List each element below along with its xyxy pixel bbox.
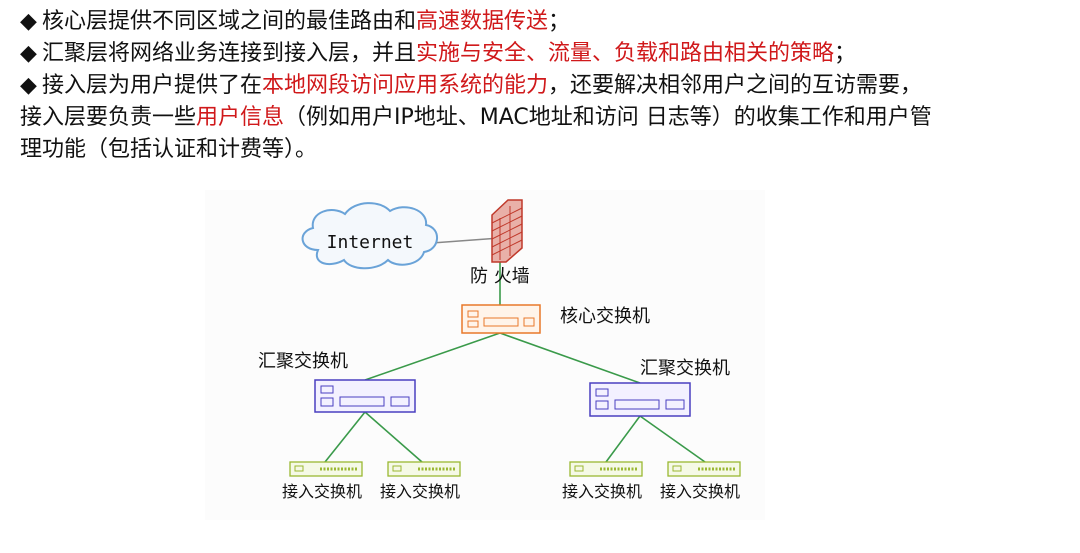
links xyxy=(324,237,706,463)
text-segment: ； xyxy=(834,41,857,66)
agg-switch-right-label: 汇聚交换机 xyxy=(640,358,730,379)
paragraph-aggregation-layer: ◆汇聚层将网络业务连接到接入层，并且实施与安全、流量、负载和路由相关的策略； xyxy=(20,38,1070,70)
highlight-text: 实施与安全、流量、负载和路由相关的策略 xyxy=(416,41,835,66)
link-core-agg-left xyxy=(364,332,501,381)
text-segment: （例如用户IP地址、MAC地址和访问 日志等）的收集工作和用户管 xyxy=(284,105,932,130)
highlight-text: 本地网段访问应用系统的能力 xyxy=(262,73,549,98)
text-segment: 汇聚层将网络业务连接到接入层，并且 xyxy=(42,41,417,66)
paragraph-core-layer: ◆核心层提供不同区域之间的最佳路由和高速数据传送； xyxy=(20,6,1070,38)
link-agg-right-access-4 xyxy=(639,415,706,463)
paragraph-access-layer-cont: 接入层要负责一些用户信息（例如用户IP地址、MAC地址和访问 日志等）的收集工作… xyxy=(20,102,1070,134)
link-core-agg-right xyxy=(499,332,641,384)
internet-cloud-icon xyxy=(301,202,438,270)
agg-switch-left-label: 汇聚交换机 xyxy=(258,351,348,372)
text-block: ◆核心层提供不同区域之间的最佳路由和高速数据传送； ◆汇聚层将网络业务连接到接入… xyxy=(20,6,1070,166)
core-switch-label: 核心交换机 xyxy=(560,306,650,327)
text-segment: ； xyxy=(548,9,571,34)
access-switch-4-label: 接入交换机 xyxy=(660,482,740,501)
agg-switch-right-icon xyxy=(589,382,691,417)
highlight-text: 高速数据传送 xyxy=(416,9,549,34)
internet-label: Internet xyxy=(327,232,414,253)
paragraph-access-layer: ◆接入层为用户提供了在本地网段访问应用系统的能力，还要解决相邻用户之间的互访需要… xyxy=(20,70,1070,102)
core-switch-icon xyxy=(461,304,541,334)
link-internet-firewall xyxy=(431,237,501,244)
link-agg-left-access-2 xyxy=(364,411,423,463)
access-switch-3-icon xyxy=(569,461,643,477)
access-switch-2-icon xyxy=(387,461,461,477)
text-segment: 接入层要负责一些 xyxy=(20,105,197,130)
agg-switch-left-icon xyxy=(314,379,416,413)
link-agg-right-access-3 xyxy=(605,415,641,463)
diamond-bullet-icon: ◆ xyxy=(20,9,37,34)
text-segment: 理功能（包括认证和计费等）。 xyxy=(20,137,318,162)
text-segment: 接入层为用户提供了在 xyxy=(42,73,263,98)
access-switch-1-icon xyxy=(289,461,363,477)
firewall-icon xyxy=(491,199,523,263)
paragraph-access-layer-end: 理功能（包括认证和计费等）。 xyxy=(20,134,1070,166)
link-agg-left-access-1 xyxy=(324,411,366,463)
access-switch-3-label: 接入交换机 xyxy=(562,482,642,501)
access-switch-4-icon xyxy=(667,461,741,477)
highlight-text: 用户信息 xyxy=(196,105,285,130)
access-switch-2-label: 接入交换机 xyxy=(380,482,460,501)
text-segment: ，还要解决相邻用户之间的互访需要， xyxy=(548,73,923,98)
access-switch-1-label: 接入交换机 xyxy=(282,482,362,501)
diamond-bullet-icon: ◆ xyxy=(20,41,37,66)
diamond-bullet-icon: ◆ xyxy=(20,73,37,98)
firewall-label: 防 火墙 xyxy=(470,266,530,287)
text-segment: 核心层提供不同区域之间的最佳路由和 xyxy=(42,9,417,34)
